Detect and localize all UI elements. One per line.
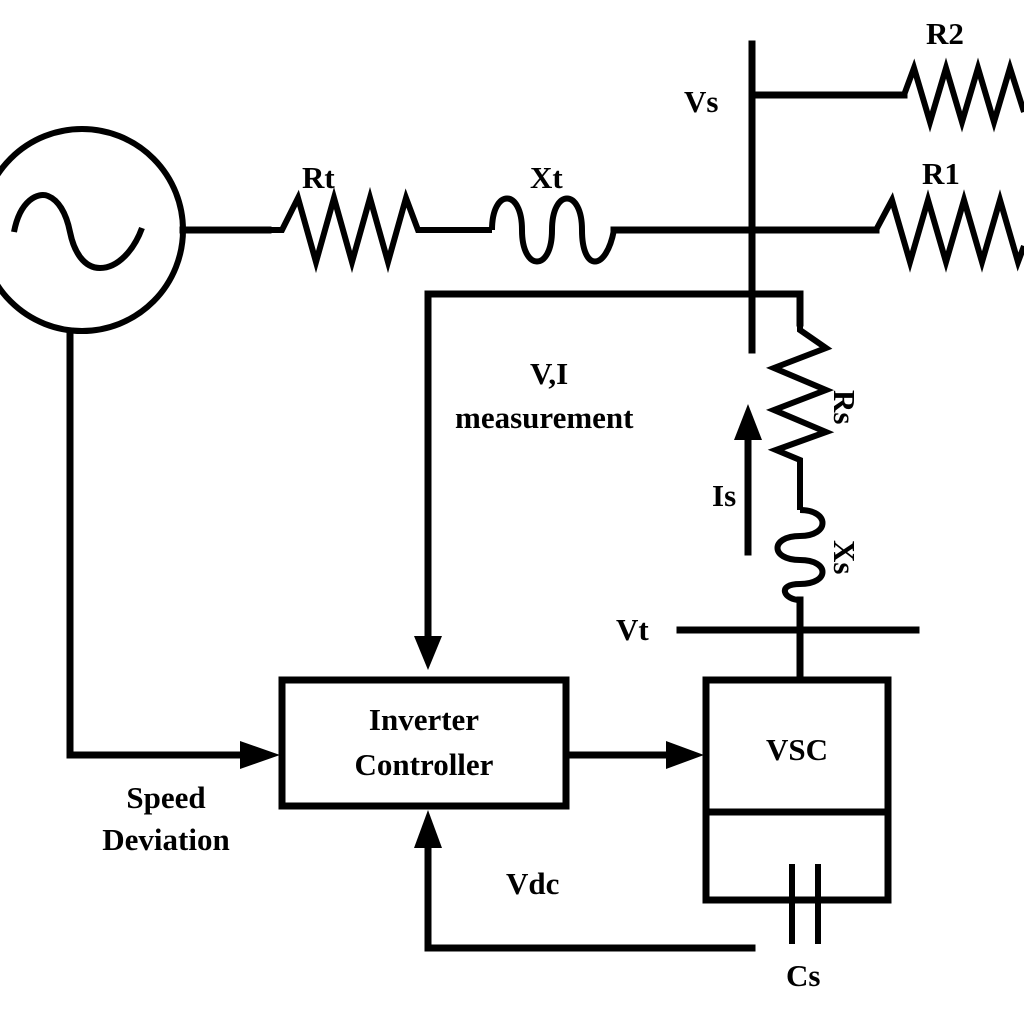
capacitor-cs-loop <box>702 864 892 944</box>
label-speed-line1: Speed <box>126 780 205 815</box>
label-vs: Vs <box>684 84 718 119</box>
label-vsc: VSC <box>766 732 828 767</box>
ac-generator <box>0 126 186 334</box>
label-r1: R1 <box>922 156 960 191</box>
arrow-up-icon <box>414 810 442 848</box>
vsc-block <box>702 676 892 904</box>
vdc-feedback-line <box>414 810 756 952</box>
resistor-r1 <box>873 189 1024 273</box>
label-rt: Rt <box>302 160 335 195</box>
resistor-rt <box>268 186 492 274</box>
inverter-controller-block <box>278 676 570 810</box>
main-feeder <box>179 186 1024 274</box>
label-vt: Vt <box>616 612 649 647</box>
reactor-xt <box>489 195 617 265</box>
label-is: Is <box>712 478 736 513</box>
resistor-r2 <box>901 57 1024 133</box>
label-rs: Rs <box>827 390 862 424</box>
label-speed-line2: Deviation <box>102 822 229 857</box>
bus-vs <box>748 40 1024 354</box>
arrow-down-icon <box>414 636 442 670</box>
resistor-rs <box>765 323 835 510</box>
control-signal-arrow <box>562 741 704 769</box>
vi-measurement-line <box>414 290 804 670</box>
label-cs: Cs <box>786 958 820 993</box>
arrow-right-icon <box>240 741 280 769</box>
current-is-arrow <box>734 404 762 556</box>
reactor-xs <box>774 507 826 603</box>
sine-wave-icon <box>11 192 145 272</box>
label-inverter-line1: Inverter <box>369 702 479 737</box>
arrow-right-icon <box>666 741 704 769</box>
label-xt: Xt <box>530 160 563 195</box>
label-inverter-line2: Controller <box>355 747 494 782</box>
label-xs: Xs <box>827 540 862 574</box>
speed-deviation-line <box>66 327 280 769</box>
label-vi-line2: measurement <box>455 400 634 435</box>
arrow-up-icon <box>734 404 762 440</box>
shunt-branch <box>765 323 835 684</box>
label-r2: R2 <box>926 16 964 51</box>
label-vdc: Vdc <box>506 866 559 901</box>
label-vi-line1: V,I <box>530 356 568 391</box>
